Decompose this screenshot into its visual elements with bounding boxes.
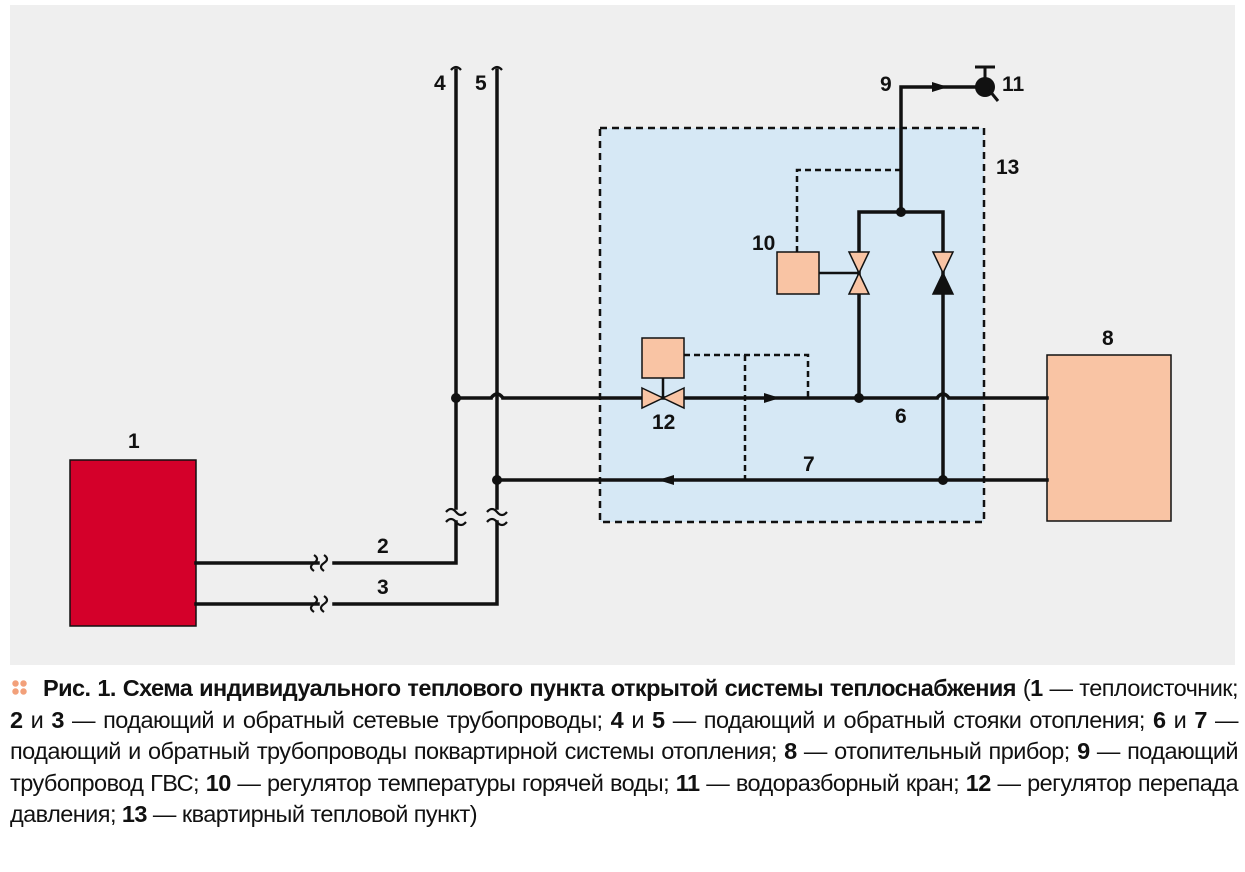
legend-text: и bbox=[1165, 706, 1195, 733]
legend-number: 5 bbox=[652, 706, 665, 733]
gate-valve-icon bbox=[847, 251, 871, 295]
pressure-control-line bbox=[684, 353, 810, 480]
label-5: 5 bbox=[475, 72, 487, 95]
legend-number: 2 bbox=[10, 706, 23, 733]
label-4: 4 bbox=[434, 72, 446, 95]
legend-number: 6 bbox=[1153, 706, 1166, 733]
heating-appliance bbox=[1046, 354, 1172, 522]
legend-text: и bbox=[623, 706, 653, 733]
legend-text: и bbox=[22, 706, 52, 733]
pipe-break-icon bbox=[309, 65, 508, 613]
figure-number: Рис. 1. bbox=[43, 675, 116, 701]
legend-text: — подающий и обратный сетевые трубопрово… bbox=[63, 706, 611, 733]
heating-schema: 1 2 3 4 5 6 7 8 9 10 11 12 13 bbox=[69, 65, 1172, 627]
legend-text: — регулятор температуры горячей воды; bbox=[230, 769, 676, 796]
label-11: 11 bbox=[1002, 73, 1025, 96]
legend-number: 9 bbox=[1077, 738, 1090, 764]
tap-icon bbox=[975, 65, 1000, 102]
caption-legend: 1 — тепло­источник; 2 и 3 — подающий и о… bbox=[10, 675, 1239, 828]
four-dot-bullet-icon bbox=[12, 680, 27, 696]
label-12: 12 bbox=[652, 411, 675, 434]
return-network-pipe bbox=[194, 520, 499, 606]
legend-text: — регулятор перепада давления; bbox=[10, 769, 1239, 828]
legend-number: 7 bbox=[1194, 706, 1207, 733]
apartment-heat-unit bbox=[598, 126, 986, 524]
legend-number: 8 bbox=[784, 738, 797, 764]
pressure-regulator bbox=[641, 337, 685, 410]
label-3: 3 bbox=[377, 576, 389, 599]
dhw-temperature-regulator bbox=[776, 251, 871, 295]
label-2: 2 bbox=[377, 535, 389, 558]
pipe-junctions bbox=[451, 207, 948, 485]
label-10: 10 bbox=[752, 232, 775, 255]
label-7: 7 bbox=[803, 453, 815, 476]
label-6: 6 bbox=[895, 405, 907, 428]
caption-open-paren: ( bbox=[1015, 675, 1031, 701]
flow-arrow-icon bbox=[658, 82, 948, 485]
legend-number: 11 bbox=[675, 769, 700, 796]
legend-number: 1 bbox=[1030, 675, 1043, 701]
gate-valve-icon bbox=[641, 386, 685, 410]
supply-network-pipe bbox=[194, 520, 458, 565]
legend-number: 3 bbox=[51, 706, 64, 733]
figure-caption: Рис. 1. Схема индивидуального теплового … bbox=[10, 673, 1239, 831]
legend-text: — квартирный тепловой пункт) bbox=[146, 801, 478, 827]
legend-text: — подающий и обратный трубопроводы поква… bbox=[10, 706, 1239, 765]
label-1: 1 bbox=[128, 430, 140, 453]
label-8: 8 bbox=[1102, 327, 1114, 350]
legend-text: — подающий трубопровод ГВС; bbox=[10, 738, 1239, 796]
legend-text: — тепло­источник; bbox=[1042, 675, 1238, 701]
legend-number: 10 bbox=[205, 769, 232, 796]
heat-source bbox=[69, 459, 197, 627]
legend-text: — ото­пительный прибор; bbox=[796, 738, 1078, 764]
label-9: 9 bbox=[880, 73, 892, 96]
legend-text: — подающий и обратный стояки отопления; bbox=[664, 706, 1154, 733]
legend-number: 13 bbox=[121, 801, 148, 827]
legend-number: 12 bbox=[965, 769, 992, 796]
check-valve-icon bbox=[931, 251, 955, 295]
legend-number: 4 bbox=[610, 706, 624, 733]
legend-text: — водоразборный кран; bbox=[699, 769, 966, 796]
label-13: 13 bbox=[996, 156, 1019, 179]
figure-title: Схема индивидуального теплового пункта о… bbox=[122, 675, 1017, 701]
dhw-control-line bbox=[795, 168, 901, 252]
